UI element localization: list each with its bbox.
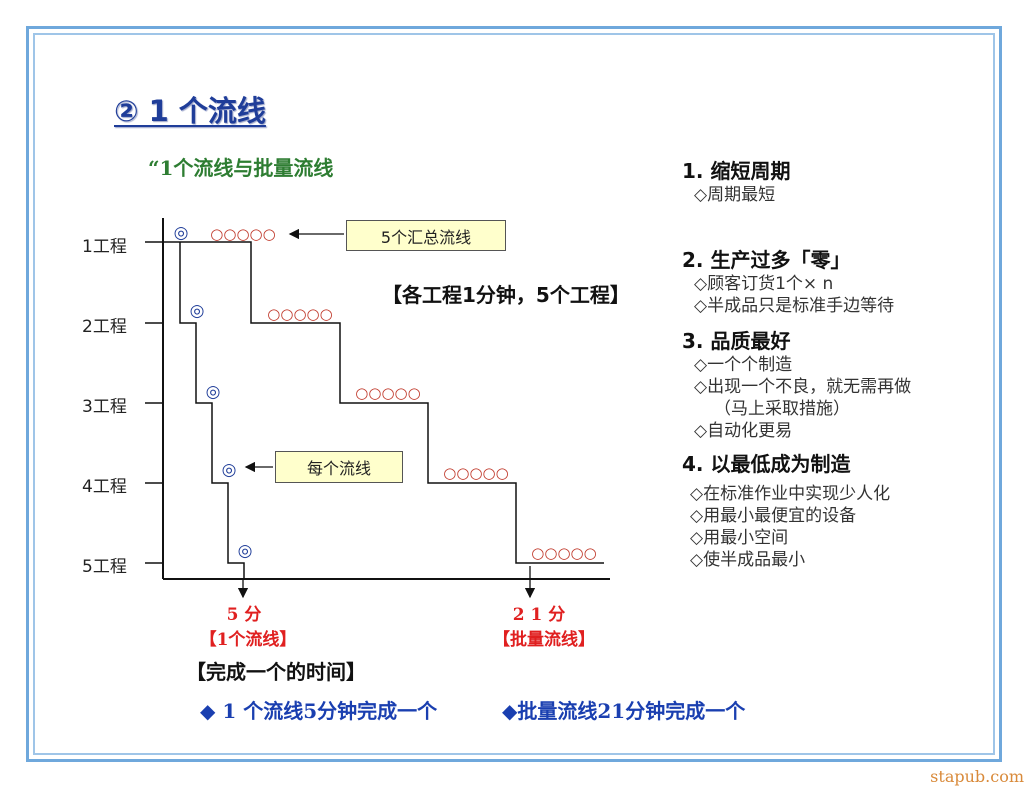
batch-flow-callout: 5个汇总流线 — [346, 220, 506, 251]
batch-marker-4: ○○○○○ — [443, 464, 508, 482]
benefit-item: （马上采取措施） — [714, 399, 850, 419]
page-title: ② 1 个流线 — [114, 94, 266, 128]
single-piece-marker-2: ◎ — [190, 301, 205, 321]
batch-flow-line — [163, 241, 604, 564]
benefit-item: ◇出现一个不良，就无需再做 — [694, 377, 912, 397]
benefit-item: ◇一个个制造 — [694, 355, 793, 375]
benefit-heading: 2. 生产过多「零」 — [682, 248, 851, 272]
batch-marker-3: ○○○○○ — [355, 384, 420, 402]
benefits-list: 1. 缩短周期 ◇周期最短 2. 生产过多「零」 ◇顾客订货1个× n ◇半成品… — [682, 155, 982, 571]
benefit-item: ◇半成品只是标准手边等待 — [694, 296, 895, 316]
watermark: stapub.com — [930, 767, 1024, 786]
summary-batch-flow: ◆批量流线21分钟完成一个 — [502, 699, 746, 723]
benefit-item: ◇在标准作业中实现少人化 — [690, 484, 891, 504]
single-flow-time: 5 分 — [226, 605, 262, 625]
batch-flow-name: 【批量流线】 — [493, 630, 595, 650]
benefit-group-3: 3. 品质最好 ◇一个个制造 ◇出现一个不良，就无需再做 （马上采取措施） ◇自… — [682, 325, 982, 442]
benefit-group-1: 1. 缩短周期 ◇周期最短 — [682, 155, 982, 206]
benefit-group-2: 2. 生产过多「零」 ◇顾客订货1个× n ◇半成品只是标准手边等待 — [682, 244, 982, 317]
single-flow-line — [179, 242, 245, 580]
outer-frame — [26, 26, 1002, 762]
inner-frame — [33, 33, 995, 755]
step-label-1: 1工程 — [82, 237, 127, 257]
step-label-2: 2工程 — [82, 317, 127, 337]
benefit-item: ◇自动化更易 — [694, 421, 793, 441]
batch-marker-5: ○○○○○ — [531, 544, 596, 562]
benefit-item: ◇使半成品最小 — [690, 550, 806, 570]
batch-flow-time: 2 1 分 — [512, 605, 566, 625]
step-label-4: 4工程 — [82, 477, 127, 497]
process-statement: 【各工程1分钟，5个工程】 — [382, 283, 630, 307]
step-label-5: 5工程 — [82, 557, 127, 577]
single-piece-marker-1: ◎ — [174, 223, 189, 243]
summary-single-flow: ◆ 1 个流线5分钟完成一个 — [200, 699, 438, 723]
benefit-item: ◇周期最短 — [694, 185, 776, 205]
step-label-3: 3工程 — [82, 397, 127, 417]
completion-time-label: 【完成一个的时间】 — [186, 660, 366, 684]
subtitle: “1个流线与批量流线 — [148, 156, 334, 180]
single-flow-name: 【1个流线】 — [199, 630, 297, 650]
batch-marker-1: ○○○○○ — [210, 225, 275, 243]
benefit-heading: 1. 缩短周期 — [682, 159, 791, 183]
benefit-heading: 3. 品质最好 — [682, 329, 791, 353]
single-piece-marker-5: ◎ — [238, 541, 253, 561]
benefit-item: ◇用最小空间 — [690, 528, 789, 548]
batch-marker-2: ○○○○○ — [267, 305, 332, 323]
benefit-item: ◇顾客订货1个× n — [694, 274, 834, 294]
benefit-heading: 4. 以最低成为制造 — [682, 452, 851, 476]
benefit-item: ◇用最小最便宜的设备 — [690, 506, 857, 526]
single-flow-callout: 每个流线 — [275, 451, 403, 483]
single-piece-marker-4: ◎ — [222, 460, 237, 480]
single-piece-marker-3: ◎ — [206, 382, 221, 402]
benefit-group-4: 4. 以最低成为制造 ◇在标准作业中实现少人化 ◇用最小最便宜的设备 ◇用最小空… — [682, 448, 982, 571]
